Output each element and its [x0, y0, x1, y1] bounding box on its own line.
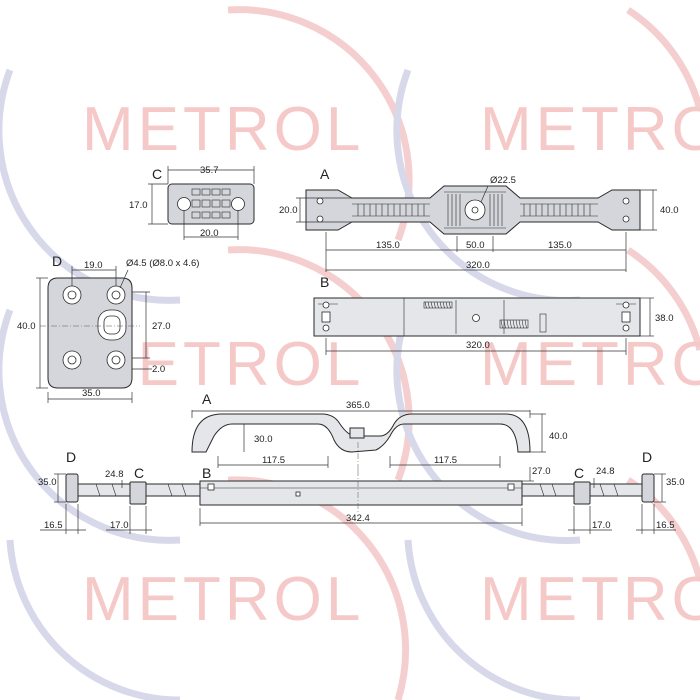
dim-a-mid: 50.0: [466, 240, 485, 251]
dim-a-diameter: Ø22.5: [490, 175, 516, 186]
view-a: A Ø22.5 20.0 40.0 135.0 50.0 135.0 320.0: [279, 166, 679, 272]
dim-asm-b-h: 27.0: [532, 466, 551, 477]
view-d: D 19.0 Ø4.5 (Ø8.0 x 4.6) 40.0 27.0 2.0 3…: [17, 253, 199, 403]
dim-d-height: 40.0: [17, 321, 36, 332]
dim-c-height: 17.0: [129, 200, 148, 211]
dim-asm-a-inner-h: 30.0: [254, 434, 273, 445]
assembly-rod: D C B C D 35.0 24.8 27.0 24.8: [38, 449, 685, 534]
label-asm-b: B: [202, 465, 211, 481]
view-b: B 38.0 320.0: [313, 274, 674, 355]
watermark-text: METROL METROL METROL METROL METROL METRO…: [82, 95, 700, 634]
dim-b-total: 320.0: [466, 340, 490, 351]
dim-asm-d-w-left: 16.5: [44, 520, 63, 531]
dim-d-inner: 27.0: [152, 321, 171, 332]
dim-c-width: 35.7: [200, 165, 219, 176]
dim-d-holes: Ø4.5 (Ø8.0 x 4.6): [126, 258, 199, 269]
watermark-6: METROL: [480, 565, 700, 634]
dim-d-thk: 2.0: [152, 364, 165, 375]
dim-a-side1: 135.0: [376, 240, 400, 251]
dim-asm-d-h-left: 35.0: [38, 477, 57, 488]
label-asm-d-left: D: [66, 449, 76, 465]
watermark-2: METROL: [480, 95, 700, 164]
dim-asm-a-total: 365.0: [346, 400, 370, 411]
label-asm-d-right: D: [642, 449, 652, 465]
dim-asm-d-h-right: 35.0: [666, 477, 685, 488]
dim-asm-c-w-right: 24.8: [596, 466, 615, 477]
watermark-4: METROL: [480, 330, 700, 399]
dim-c-hole-pitch: 20.0: [200, 228, 219, 239]
dim-b-height: 38.0: [655, 313, 674, 324]
dim-asm-c-w-left: 24.8: [105, 469, 124, 480]
dim-asm-a-span2: 117.5: [434, 455, 457, 466]
dim-d-width: 35.0: [82, 388, 101, 399]
watermark-1: METROL: [82, 95, 364, 164]
dim-asm-a-h: 40.0: [549, 431, 568, 442]
dim-asm-b-len: 342.4: [346, 513, 370, 524]
label-asm-a: A: [202, 391, 212, 407]
label-b: B: [320, 274, 329, 290]
view-c: C 35.7 17.0 20.0: [129, 165, 255, 240]
dim-a-total: 320.0: [466, 260, 490, 271]
label-c: C: [152, 166, 162, 182]
dim-d-pitch: 19.0: [84, 260, 103, 271]
dim-a-side2: 135.0: [548, 240, 572, 251]
dim-a-height: 40.0: [660, 205, 679, 216]
label-asm-c-right: C: [574, 465, 584, 481]
dim-a-height-small: 20.0: [279, 205, 298, 216]
dim-asm-d-w-right: 16.5: [656, 520, 675, 531]
label-d: D: [52, 253, 62, 269]
dim-asm-c-l-left: 17.0: [110, 520, 129, 531]
assembly-a: A 365.0 30.0 40.0 117.5 117.5: [191, 391, 568, 470]
dim-asm-c-l-right: 17.0: [592, 520, 611, 531]
dim-asm-a-span1: 117.5: [262, 455, 285, 466]
label-a: A: [320, 166, 330, 182]
watermark-5: METROL: [82, 565, 364, 634]
label-asm-c-left: C: [134, 465, 144, 481]
